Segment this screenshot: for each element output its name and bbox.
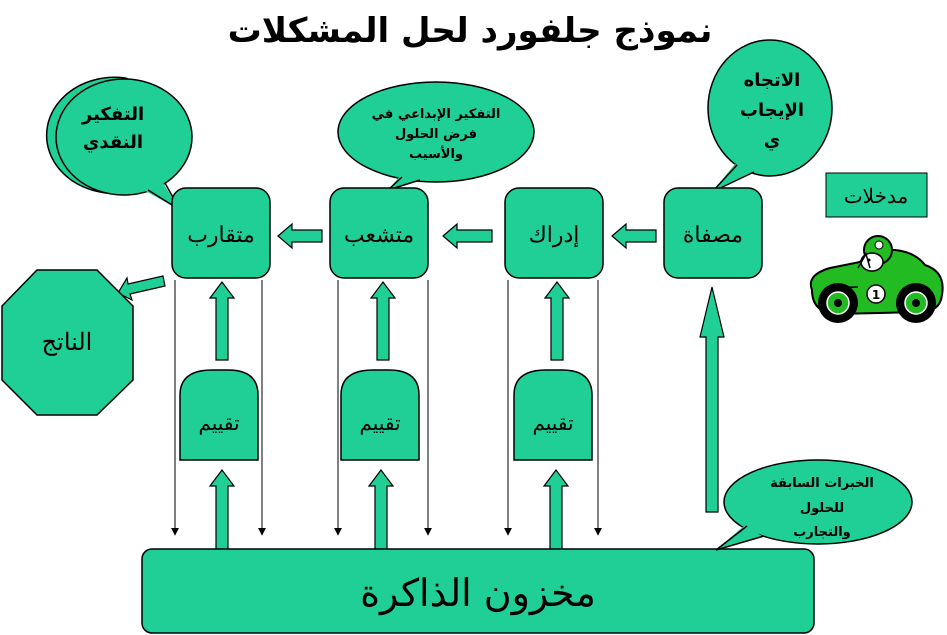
evaluation-block-3: تقييم (513, 369, 593, 461)
box-perception: إدراك (504, 187, 604, 279)
evaluation-label-3: تقييم (532, 411, 573, 435)
evaluation-block-1: تقييم (179, 369, 259, 461)
box-filter: مصفاة (663, 187, 763, 279)
arrow-memory-to-eval1 (208, 469, 236, 551)
arrow-memory-to-filter (699, 286, 725, 513)
output-label: الناتج (42, 328, 93, 356)
car-number: 1 (872, 288, 880, 302)
memory-label: مخزون الذاكرة (360, 571, 596, 616)
diagram-title: نموذج جلفورد لحل المشكلات (228, 11, 713, 51)
bubble-prior-experience: الخبرات السابقة للحلول والتجارب (715, 459, 913, 551)
bubble-experience-line1: الخبرات السابقة (770, 476, 874, 491)
bubble-critical-line1: التفكير (81, 104, 144, 125)
box-convergent-label: متقارب (187, 223, 255, 248)
output-octagon: الناتج (1, 269, 134, 416)
race-car-icon: 1 (809, 235, 944, 323)
inputs-label: مدخلات (844, 184, 908, 208)
bubble-creative-line1: التفكير الإبداعي في (372, 107, 501, 122)
bubble-positive-line3: ي (764, 130, 781, 151)
inputs-box: مدخلات (825, 172, 928, 218)
arrow-divergent-to-convergent (277, 222, 323, 250)
evaluation-block-2: تقييم (340, 369, 420, 461)
arrow-eval2-to-divergent (369, 281, 397, 361)
arrow-convergent-to-output (117, 275, 166, 302)
bubble-positive-line2: الإيجاب (740, 100, 804, 121)
arrow-memory-to-eval3 (542, 469, 570, 551)
bubble-creative-thinking: التفكير الإبداعي في فرض الحلول والأسيب (337, 81, 535, 191)
arrow-memory-to-eval2 (367, 469, 395, 551)
memory-store: مخزون الذاكرة (141, 548, 815, 634)
evaluation-label-2: تقييم (359, 411, 400, 435)
bubble-creative-line3: والأسيب (409, 145, 463, 162)
box-divergent-label: متشعب (344, 223, 414, 248)
bubble-creative-line2: فرض الحلول (395, 127, 477, 142)
box-perception-label: إدراك (529, 223, 580, 248)
box-convergent: متقارب (171, 187, 271, 279)
evaluation-label-1: تقييم (198, 411, 239, 435)
arrow-filter-to-perception (611, 222, 657, 250)
bubble-critical-thinking: التفكير النقدي (45, 76, 193, 211)
bubble-experience-line2: للحلول (800, 501, 844, 516)
bubble-experience-line3: والتجارب (793, 525, 851, 540)
box-filter-label: مصفاة (683, 223, 743, 248)
box-divergent: متشعب (329, 187, 429, 279)
arrow-eval3-to-perception (543, 281, 571, 361)
bubble-positive-line1: الاتجاه (744, 70, 801, 91)
arrow-perception-to-divergent (442, 222, 493, 250)
arrow-eval1-to-convergent (208, 281, 236, 361)
bubble-critical-line2: النقدي (83, 132, 143, 153)
bubble-positive-attitude: الاتجاه الإيجاب ي (707, 39, 833, 193)
